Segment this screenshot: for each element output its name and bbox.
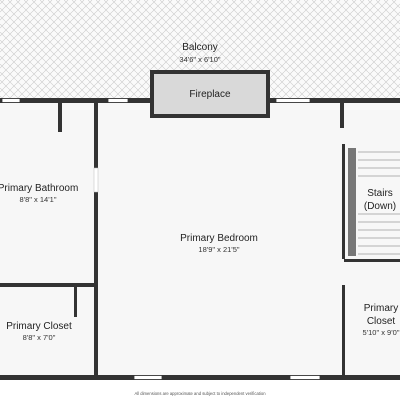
primary-bedroom-label: Primary Bedroom xyxy=(180,233,258,244)
stairs-label: Stairs xyxy=(367,188,393,199)
stairs-treads xyxy=(358,151,400,255)
exterior-wall-top xyxy=(0,98,400,103)
window-bottom xyxy=(133,375,321,380)
primary-closet-right-label-2: Closet xyxy=(367,316,396,327)
primary-closet-right-dims: 5'10" x 9'0" xyxy=(363,328,400,337)
primary-bathroom-dims: 8'8" x 14'1" xyxy=(20,195,57,204)
primary-closet-left-dims: 8'8" x 7'0" xyxy=(23,333,56,342)
balcony-dims: 34'6" x 6'10" xyxy=(179,55,220,64)
fireplace-box xyxy=(150,70,270,118)
primary-closet-left-label: Primary Closet xyxy=(6,321,72,332)
exterior-wall-bottom xyxy=(0,375,400,380)
primary-closet-right-label-1: Primary xyxy=(364,303,398,314)
window-top xyxy=(1,98,311,103)
fireplace-label: Fireplace xyxy=(189,89,231,100)
interior-walls xyxy=(0,100,400,375)
balcony-label: Balcony xyxy=(182,42,218,53)
primary-bathroom-label: Primary Bathroom xyxy=(0,183,78,194)
stairs-direction-label: (Down) xyxy=(364,201,396,212)
interior-floor xyxy=(0,100,400,380)
primary-bedroom-dims: 18'9" x 21'5" xyxy=(198,245,239,254)
bathroom-doorway xyxy=(93,167,99,193)
footer-disclaimer: All dimensions are approximate and subje… xyxy=(134,391,266,396)
